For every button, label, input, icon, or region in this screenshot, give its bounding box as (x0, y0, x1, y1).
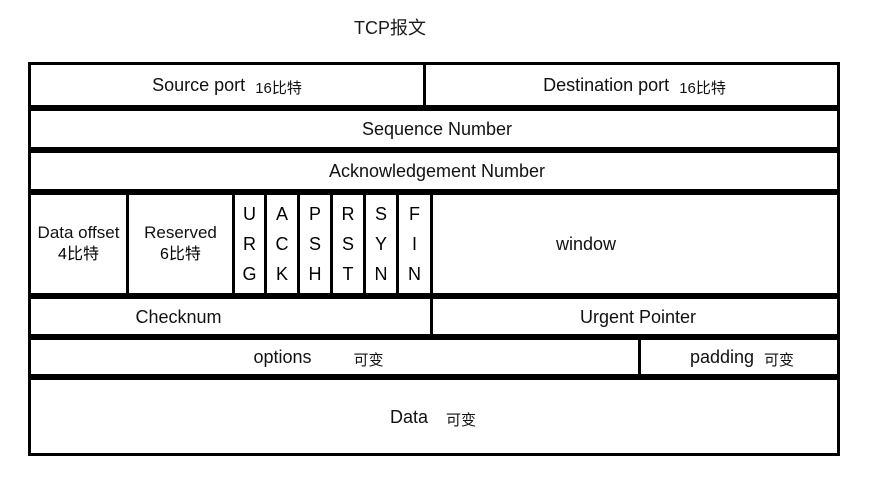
field-flag-rst: R S T (333, 195, 366, 293)
flag-ack-letter-3: K (275, 264, 288, 284)
field-window-label: window (555, 234, 617, 254)
flag-ack-letter-1: A (275, 204, 288, 224)
field-reserved-label: Reserved (144, 222, 217, 242)
row-ports: Source port 16比特 Destination port 16比特 (28, 62, 840, 108)
flag-psh-letter-1: P (308, 204, 321, 224)
row-options: options 可变 padding 可变 (28, 337, 840, 377)
row-flags: Data offset 4比特 Reserved 6比特 U R G A C K (28, 192, 840, 296)
flag-psh-letter-2: S (308, 234, 321, 254)
field-flag-fin: F I N (399, 195, 433, 293)
page-title: TCP报文 (354, 18, 426, 38)
field-data-offset-label: Data offset (37, 222, 120, 242)
flag-rst-letter-2: S (341, 234, 354, 254)
field-padding-size: 可变 (764, 352, 795, 369)
field-flag-ack: A C K (267, 195, 300, 293)
field-flag-urg: U R G (235, 195, 267, 293)
row-acknowledgement-number: Acknowledgement Number (28, 150, 840, 192)
field-data-offset-size: 4比特 (58, 245, 99, 263)
flag-fin-letter-2: I (411, 234, 417, 254)
row-checksum: Checknum Urgent Pointer (28, 296, 840, 337)
row-data: Data 可变 (28, 377, 840, 456)
field-padding-label: padding (689, 347, 755, 367)
field-window: window (433, 195, 843, 293)
field-options: options 可变 (31, 340, 641, 374)
flag-psh-letter-3: H (308, 264, 322, 284)
flag-rst-letter-3: T (342, 264, 354, 284)
field-data: Data 可变 (31, 380, 843, 453)
flag-ack-letter-2: C (275, 234, 289, 254)
field-data-size: 可变 (446, 411, 477, 429)
tcp-packet-diagram: Source port 16比特 Destination port 16比特 S… (28, 62, 840, 456)
row-sequence-number: Sequence Number (28, 108, 840, 150)
flag-syn-letter-1: S (374, 204, 387, 224)
field-flag-psh: P S H (300, 195, 333, 293)
field-data-offset: Data offset 4比特 (31, 195, 129, 293)
field-padding: padding 可变 (641, 340, 843, 374)
flag-syn-letter-3: N (374, 264, 388, 284)
field-destination-port-label: Destination port (543, 75, 670, 95)
field-destination-port: Destination port 16比特 (426, 65, 843, 105)
flag-urg-letter-3: G (242, 264, 257, 284)
field-urgent-pointer-label: Urgent Pointer (579, 306, 697, 327)
field-urgent-pointer: Urgent Pointer (433, 299, 843, 334)
field-reserved: Reserved 6比特 (129, 195, 235, 293)
flag-fin-letter-1: F (409, 204, 420, 224)
flag-syn-letter-2: Y (374, 234, 387, 254)
field-destination-port-size: 16比特 (679, 80, 726, 97)
field-acknowledgement-number-label: Acknowledgement Number (328, 161, 546, 181)
field-reserved-size: 6比特 (160, 245, 201, 263)
field-data-label: Data (389, 406, 428, 427)
field-options-label: options (253, 347, 312, 367)
flag-fin-letter-3: N (408, 264, 421, 284)
field-source-port-size: 16比特 (255, 80, 302, 97)
flag-rst-letter-1: R (341, 204, 355, 224)
field-sequence-number: Sequence Number (31, 111, 843, 147)
field-checknum: Checknum (31, 299, 433, 334)
field-flag-syn: S Y N (366, 195, 399, 293)
field-acknowledgement-number: Acknowledgement Number (31, 153, 843, 189)
field-checknum-label: Checknum (135, 306, 222, 327)
flag-urg-letter-2: R (242, 234, 256, 254)
field-sequence-number-label: Sequence Number (361, 119, 513, 139)
field-options-size: 可变 (353, 352, 384, 369)
field-source-port-label: Source port (152, 75, 246, 95)
field-source-port: Source port 16比特 (31, 65, 426, 105)
flag-urg-letter-1: U (242, 204, 256, 224)
